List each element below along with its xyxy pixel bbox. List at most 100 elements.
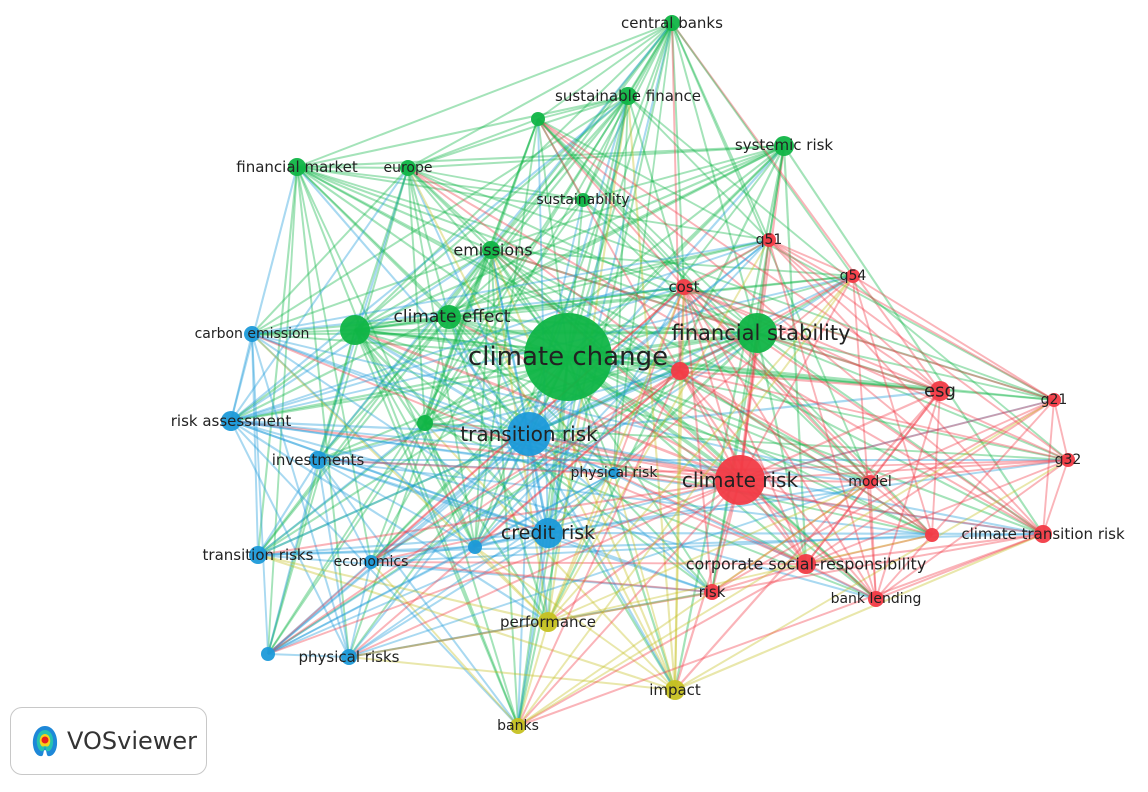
- network-link: [683, 286, 741, 481]
- network-link: [547, 481, 871, 623]
- network-link: [547, 479, 741, 623]
- network-link: [348, 472, 615, 658]
- network-node[interactable]: [715, 455, 765, 505]
- network-node[interactable]: [762, 233, 776, 247]
- network-link: [407, 22, 673, 169]
- network-link: [424, 316, 450, 424]
- network-link: [370, 370, 681, 563]
- network-node[interactable]: [676, 279, 692, 295]
- network-link: [756, 332, 1055, 401]
- network-link: [230, 420, 615, 474]
- network-node[interactable]: [846, 269, 860, 283]
- network-link: [348, 249, 492, 658]
- network-link: [296, 22, 673, 168]
- network-node[interactable]: [340, 315, 370, 345]
- network-link: [739, 389, 941, 482]
- network-node[interactable]: [221, 411, 241, 431]
- network-link: [683, 286, 871, 483]
- network-node[interactable]: [437, 305, 461, 329]
- network-link: [489, 249, 531, 435]
- network-node[interactable]: [400, 160, 416, 176]
- network-node[interactable]: [524, 313, 612, 401]
- network-node[interactable]: [664, 15, 680, 31]
- network-node[interactable]: [1047, 393, 1061, 407]
- network-node[interactable]: [482, 241, 500, 259]
- network-link: [354, 249, 492, 331]
- network-node[interactable]: [796, 554, 816, 574]
- network-link: [547, 591, 713, 623]
- network-link: [251, 333, 871, 483]
- network-node[interactable]: [538, 612, 558, 632]
- node-label: bank lending: [831, 591, 922, 607]
- node-label: climate risk: [682, 468, 799, 492]
- network-link: [230, 331, 758, 423]
- network-link: [679, 369, 941, 393]
- network-link: [627, 22, 673, 97]
- network-node[interactable]: [341, 649, 357, 665]
- node-label: financial stability: [671, 321, 850, 345]
- node-label: g32: [1055, 452, 1082, 468]
- network-link: [852, 275, 933, 536]
- network-link: [448, 95, 629, 318]
- network-link: [251, 333, 259, 556]
- network-node[interactable]: [930, 381, 950, 401]
- network-node[interactable]: [244, 326, 260, 342]
- network-link: [711, 481, 871, 593]
- network-link: [613, 472, 676, 691]
- network-link: [546, 356, 570, 623]
- network-node[interactable]: [417, 415, 433, 431]
- network-link: [805, 563, 877, 600]
- network-link: [852, 275, 877, 600]
- network-node[interactable]: [288, 158, 306, 176]
- network-node[interactable]: [863, 475, 877, 489]
- network-link: [739, 399, 1055, 481]
- network-node[interactable]: [531, 112, 545, 126]
- network-node[interactable]: [364, 555, 378, 569]
- network-node[interactable]: [704, 584, 720, 600]
- network-link: [251, 145, 785, 335]
- network-node[interactable]: [309, 451, 327, 469]
- network-node[interactable]: [1061, 453, 1075, 467]
- network-link: [528, 389, 941, 436]
- network-node[interactable]: [665, 680, 685, 700]
- network-node[interactable]: [576, 193, 590, 207]
- network-node[interactable]: [261, 647, 275, 661]
- network-node[interactable]: [507, 412, 551, 456]
- network-link: [490, 249, 877, 600]
- network-link: [875, 533, 1044, 600]
- network-link: [537, 118, 685, 288]
- network-node[interactable]: [608, 467, 620, 479]
- network-node[interactable]: [510, 718, 526, 734]
- node-label: sustainable finance: [555, 87, 701, 105]
- network-link: [230, 333, 253, 422]
- network-link: [547, 332, 758, 534]
- network-link: [354, 144, 785, 332]
- network-link: [805, 399, 1055, 565]
- network-node[interactable]: [671, 362, 689, 380]
- network-node[interactable]: [737, 313, 777, 353]
- network-node[interactable]: [249, 546, 267, 564]
- network-link: [257, 553, 549, 624]
- network-link: [537, 95, 629, 120]
- network-link: [567, 145, 785, 358]
- network-link: [448, 199, 584, 318]
- network-link: [567, 355, 941, 393]
- network-node[interactable]: [774, 136, 794, 156]
- network-node[interactable]: [925, 528, 939, 542]
- network-node[interactable]: [619, 87, 637, 105]
- network-node[interactable]: [868, 591, 884, 607]
- network-link: [768, 239, 877, 600]
- network-node[interactable]: [468, 540, 482, 554]
- network-link: [448, 316, 676, 691]
- node-label: climate change: [468, 342, 668, 372]
- network-link: [407, 167, 758, 334]
- network-node[interactable]: [533, 518, 563, 548]
- network-node[interactable]: [1034, 525, 1052, 543]
- network-link: [257, 316, 450, 556]
- network-link: [683, 286, 713, 593]
- network-link: [679, 370, 871, 483]
- network-link: [348, 481, 871, 658]
- node-label: corporate social-responsibility: [686, 555, 927, 574]
- network-link: [448, 275, 854, 318]
- network-link: [257, 531, 549, 557]
